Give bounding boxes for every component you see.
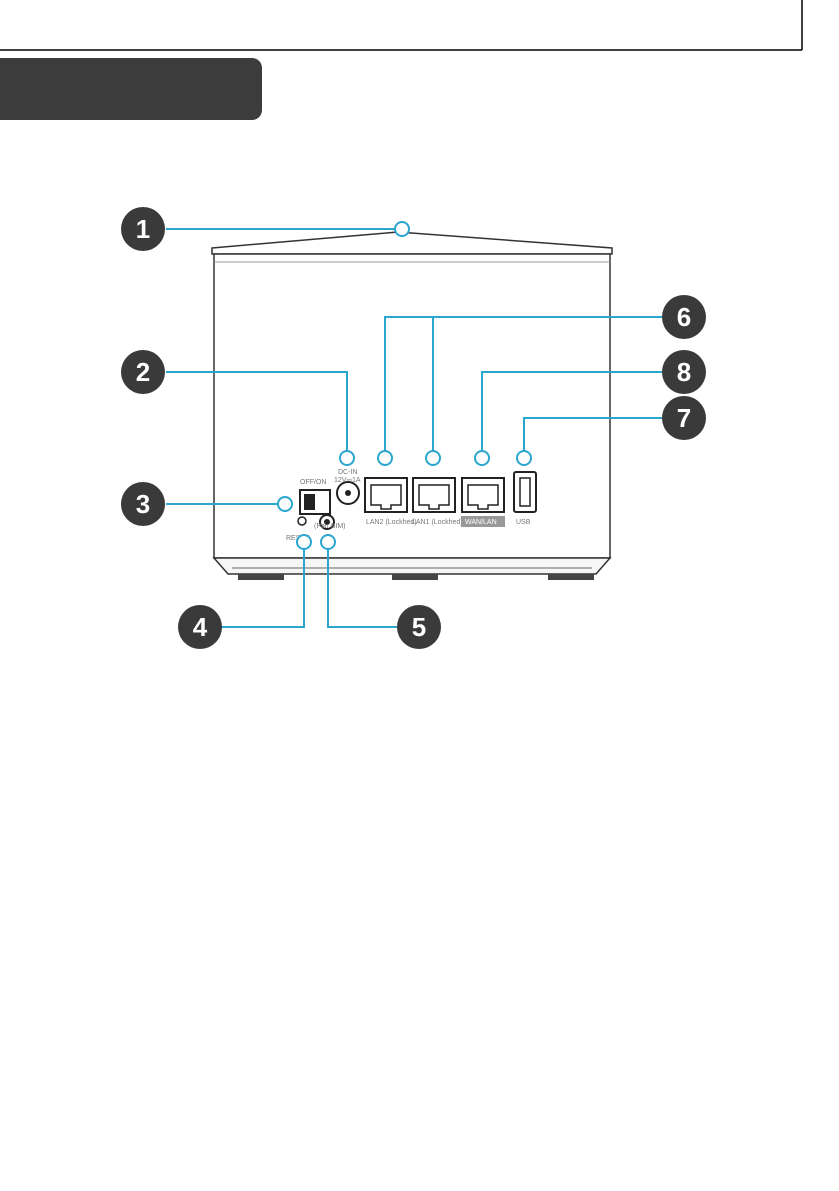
usb-port	[514, 472, 536, 512]
wan-lan-port	[462, 478, 504, 512]
svg-text:5: 5	[412, 612, 426, 642]
callout-4: 4	[178, 605, 222, 649]
anchor-5	[321, 535, 335, 549]
device-foot-right	[548, 574, 594, 580]
lan1-port	[413, 478, 455, 512]
svg-text:4: 4	[193, 612, 208, 642]
callout-5: 5	[397, 605, 441, 649]
dc-label-1: DC-IN	[338, 469, 357, 476]
callout-8: 8	[662, 350, 706, 394]
usb-label: USB	[516, 519, 531, 526]
device-foot-mid	[392, 574, 438, 580]
callout-6: 6	[662, 295, 706, 339]
reset-button	[298, 517, 306, 525]
device-base	[214, 558, 610, 574]
anchor-8	[475, 451, 489, 465]
lan2-label: LAN2 (Lockhed)	[366, 519, 417, 526]
svg-text:8: 8	[677, 357, 691, 387]
router-rear-diagram: OFF/ON DC-IN 12V⎓1A RESET (Pair SIM) LAN…	[0, 0, 839, 700]
callout-3: 3	[121, 482, 165, 526]
anchor-4	[297, 535, 311, 549]
svg-text:3: 3	[136, 489, 150, 519]
anchor-3	[278, 497, 292, 511]
anchor-6a	[378, 451, 392, 465]
device-top-cap	[212, 232, 612, 254]
anchor-7	[517, 451, 531, 465]
svg-text:6: 6	[677, 302, 691, 332]
anchor-2	[340, 451, 354, 465]
svg-text:1: 1	[136, 214, 150, 244]
dc-label-2: 12V⎓1A	[334, 477, 361, 484]
callout-7: 7	[662, 396, 706, 440]
anchor-6b	[426, 451, 440, 465]
lan2-port	[365, 478, 407, 512]
wan-label: WAN/LAN	[465, 519, 497, 526]
anchor-1	[395, 222, 409, 236]
lan1-label: LAN1 (Lockhed)	[412, 519, 463, 526]
callout-1: 1	[121, 207, 165, 251]
svg-text:7: 7	[677, 403, 691, 433]
svg-text:2: 2	[136, 357, 150, 387]
pair-label: (Pair SIM)	[314, 523, 346, 530]
device-foot-left	[238, 574, 284, 580]
callout-2: 2	[121, 350, 165, 394]
switch-label: OFF/ON	[300, 479, 326, 486]
